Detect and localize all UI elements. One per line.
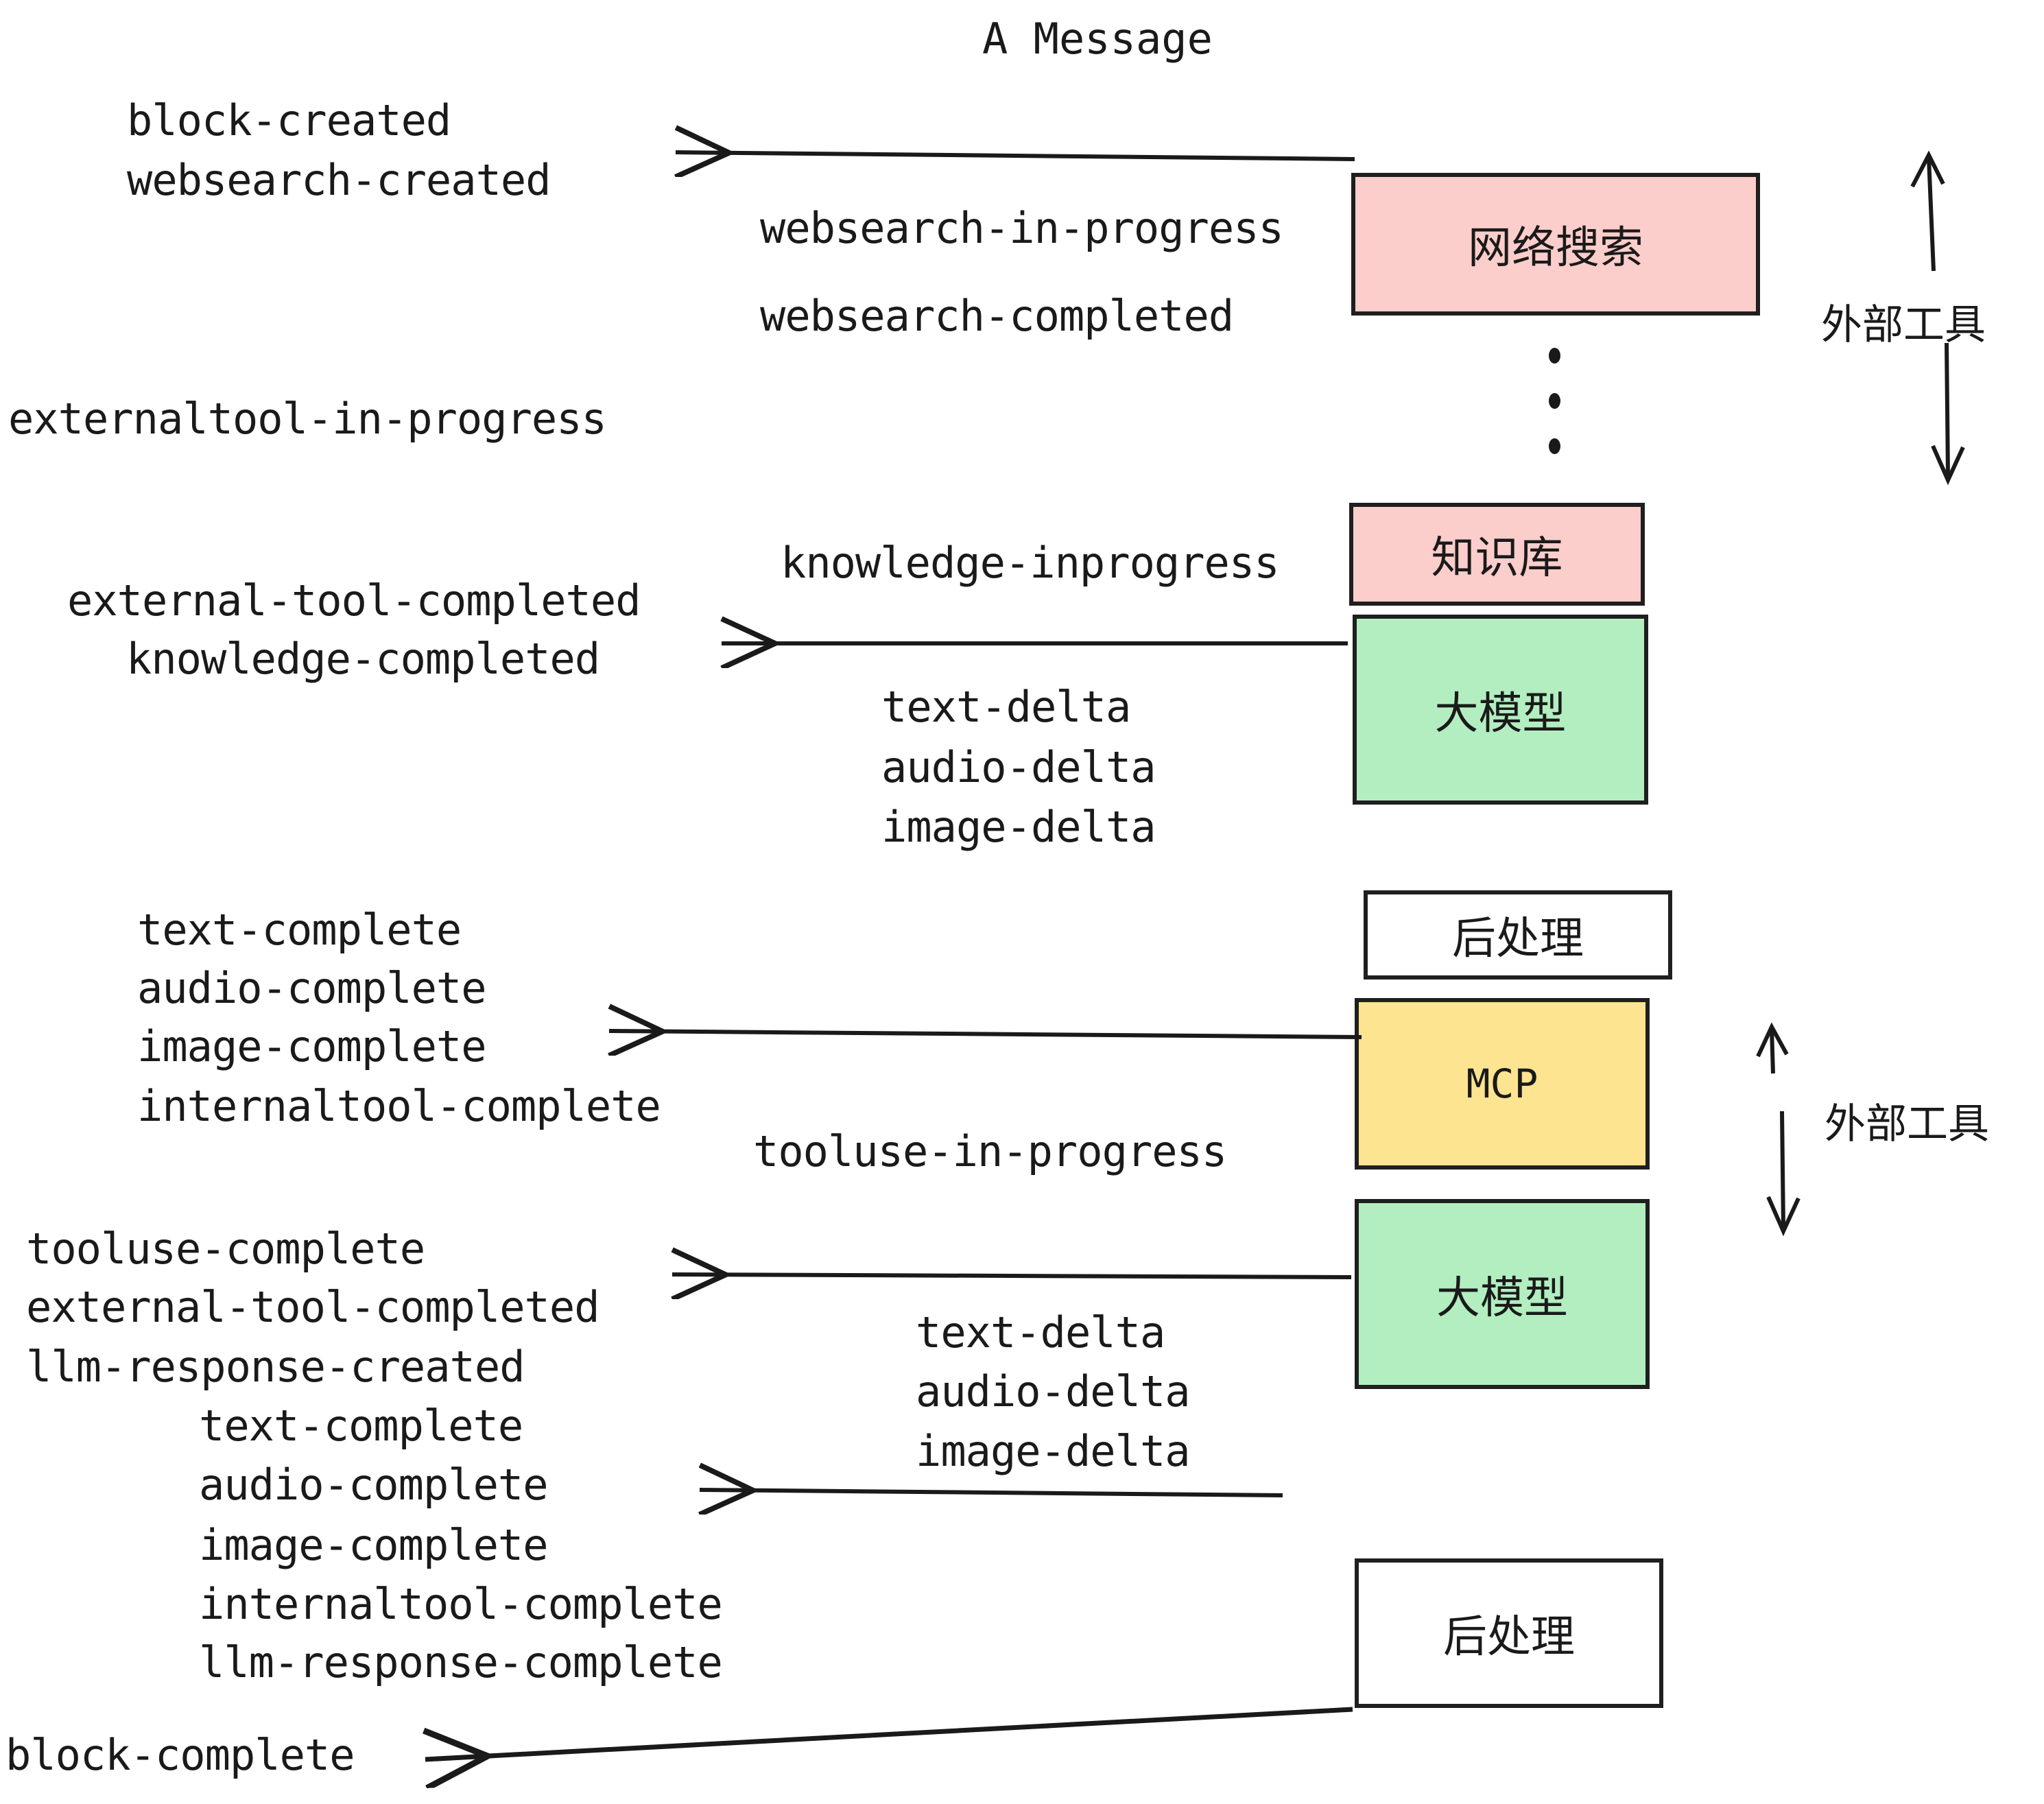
external-tools-label-2: 外部工具 <box>1825 1100 1989 1148</box>
event-label-knowledge-inprogress: knowledge-inprogress <box>781 538 1280 588</box>
event-label-text-complete-1: text-complete <box>137 905 462 955</box>
event-label-text-complete-2: text-complete <box>199 1401 523 1451</box>
component-box-llm-1[interactable]: 大模型 <box>1353 615 1648 805</box>
event-label-websearch-in-progress: websearch-in-progress <box>760 203 1284 253</box>
event-label-text-delta-1: text-delta <box>881 682 1131 732</box>
component-box-knowledge[interactable]: 知识库 <box>1349 503 1645 606</box>
component-box-label: 后处理 <box>1452 914 1584 964</box>
component-box-postprocess-1[interactable]: 后处理 <box>1364 890 1672 980</box>
event-label-audio-complete-2: audio-complete <box>199 1460 549 1510</box>
event-label-llm-response-complete: llm-response-complete <box>199 1637 723 1687</box>
event-label-image-delta-2: image-delta <box>916 1426 1191 1476</box>
dot-icon <box>1548 438 1560 454</box>
external-tools-label-1: 外部工具 <box>1821 301 1986 349</box>
component-box-label: 后处理 <box>1443 1612 1575 1663</box>
dot-icon <box>1548 348 1560 364</box>
event-label-external-tool-completed-1: external-tool-completed <box>67 575 641 626</box>
arrow-mcp-to-toolusecomplete <box>672 1274 1352 1277</box>
component-box-mcp[interactable]: MCP <box>1355 998 1650 1170</box>
event-label-audio-delta-1: audio-delta <box>881 742 1156 792</box>
component-box-label: 知识库 <box>1431 533 1563 584</box>
arrow-websearch-to-blockcreated <box>676 152 1355 159</box>
external-tools-arrow-up-1 <box>1910 150 1945 272</box>
event-label-knowledge-completed: knowledge-completed <box>126 634 600 684</box>
event-label-block-complete: block-complete <box>5 1730 355 1780</box>
event-label-tooluse-complete: tooluse-complete <box>26 1224 425 1274</box>
event-label-text-delta-2: text-delta <box>916 1307 1165 1357</box>
event-label-image-complete-2: image-complete <box>199 1520 549 1570</box>
event-label-websearch-created: websearch-created <box>127 155 551 205</box>
event-label-internaltool-complete-2: internaltool-complete <box>199 1579 723 1629</box>
component-box-label: 网络搜索 <box>1468 223 1643 274</box>
event-label-externaltool-in-progress: externaltool-in-progress <box>8 394 607 444</box>
ellipsis-dots <box>1547 348 1561 454</box>
event-label-websearch-completed: websearch-completed <box>760 291 1234 341</box>
page-title: A Message <box>982 14 1213 64</box>
event-label-image-complete-1: image-complete <box>137 1021 487 1071</box>
component-box-websearch[interactable]: 网络搜索 <box>1351 173 1760 316</box>
event-label-block-created: block-created <box>127 95 451 145</box>
component-box-label: 大模型 <box>1434 688 1567 739</box>
event-label-internaltool-complete-1: internaltool-complete <box>137 1081 661 1131</box>
event-label-image-delta-1: image-delta <box>881 802 1156 852</box>
external-tools-arrow-down-2 <box>1766 1111 1801 1237</box>
event-label-external-tool-completed-2: external-tool-completed <box>26 1282 600 1332</box>
arrow-postprocess2-to-blockcomplete <box>425 1707 1353 1759</box>
arrow-llm2-to-audiocomplete <box>700 1490 1283 1495</box>
component-box-label: MCP <box>1466 1060 1538 1107</box>
dot-icon <box>1548 393 1560 409</box>
event-label-tooluse-in-progress: tooluse-in-progress <box>753 1126 1227 1176</box>
event-label-llm-response-created: llm-response-created <box>26 1342 525 1392</box>
component-box-llm-2[interactable]: 大模型 <box>1355 1199 1650 1389</box>
arrow-postprocess-to-imagecomplete <box>609 1031 1362 1037</box>
event-label-audio-delta-2: audio-delta <box>916 1366 1191 1416</box>
external-tools-arrow-up-2 <box>1756 1022 1789 1074</box>
external-tools-arrow-down-1 <box>1931 342 1965 486</box>
component-box-label: 大模型 <box>1436 1272 1568 1324</box>
component-box-postprocess-2[interactable]: 后处理 <box>1355 1558 1663 1708</box>
event-label-audio-complete-1: audio-complete <box>137 963 487 1013</box>
